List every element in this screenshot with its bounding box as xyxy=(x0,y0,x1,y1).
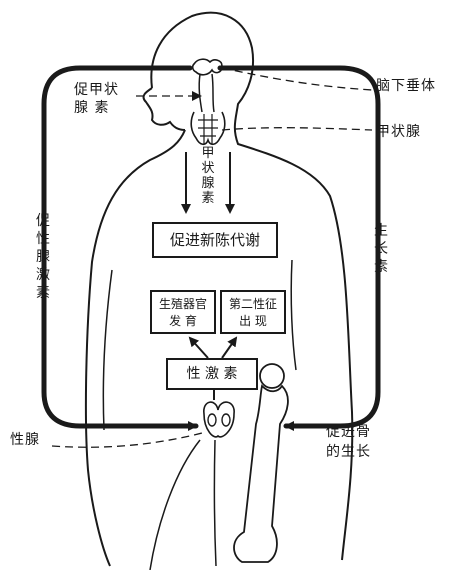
pituitary-stalk xyxy=(199,74,202,112)
organ-development-box: 生殖器官 发 育 xyxy=(150,290,216,334)
gonadotropin-label: 促性腺激素 xyxy=(34,212,52,302)
secondary-label-line1: 第二性征 xyxy=(222,296,284,313)
sex-hormone-arrow-left xyxy=(190,338,208,358)
femur-bone xyxy=(234,364,288,562)
metabolism-label: 促进新陈代谢 xyxy=(170,231,260,249)
gonad-shape xyxy=(204,402,234,437)
sex-hormone-box: 性 激 素 xyxy=(166,358,258,390)
organ-label-line1: 生殖器官 xyxy=(152,296,214,313)
sex-hormone-label: 性 激 素 xyxy=(187,366,238,382)
growth-hormone-label: 生长素 xyxy=(372,222,390,276)
gonad-label: 性腺 xyxy=(10,432,40,448)
secondary-traits-box: 第二性征 出 现 xyxy=(220,290,286,334)
secondary-label-line2: 出 现 xyxy=(222,313,284,330)
bone-label-line2: 的生长 xyxy=(326,444,371,460)
face-profile xyxy=(144,88,185,130)
pituitary-gland xyxy=(193,59,222,75)
tsh-label-line2: 腺 素 xyxy=(74,100,109,116)
organ-label-line2: 发 育 xyxy=(152,313,214,330)
legs-line xyxy=(150,440,216,570)
tsh-label-line1: 促甲状 xyxy=(74,82,119,98)
thyroid-leader xyxy=(222,128,372,130)
left-arm-line xyxy=(103,270,112,430)
bone-label-line1: 促进骨 xyxy=(326,424,371,440)
pituitary-label: 脑下垂体 xyxy=(376,78,436,94)
sex-hormone-arrow-right xyxy=(222,338,236,358)
metabolism-box: 促进新陈代谢 xyxy=(152,222,278,258)
thyroid-label: 甲状腺 xyxy=(376,124,421,140)
thyroid-gland xyxy=(191,112,225,144)
thyroxine-label: 甲状腺素 xyxy=(199,146,217,206)
pituitary-stalk-2 xyxy=(212,74,214,112)
pituitary-leader xyxy=(222,68,372,90)
gonad-leader xyxy=(52,432,206,447)
right-arm-line xyxy=(291,260,296,370)
